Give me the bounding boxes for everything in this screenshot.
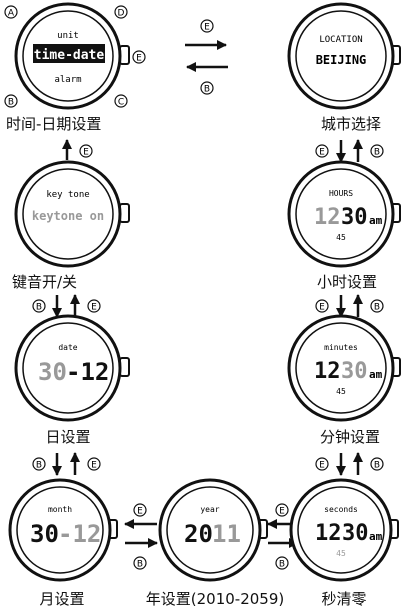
minutes-digits: 30: [342, 521, 369, 546]
e-icon: [200, 19, 214, 33]
watch-minutes: minutes 12 30 am 45: [287, 314, 401, 422]
caption-year: 年设置(2010-2059): [145, 590, 285, 608]
ampm: am: [369, 368, 383, 381]
hours-digits: 12: [315, 521, 342, 546]
svg-text:B: B: [137, 560, 143, 570]
svg-text:E: E: [83, 148, 89, 158]
minutes-digits: 30: [341, 205, 368, 230]
arrows-keytone-date: B E: [32, 294, 101, 318]
top-transfer-arrows: E B: [185, 19, 228, 95]
svg-text:E: E: [91, 461, 97, 471]
svg-text:E: E: [319, 461, 325, 471]
caption-seconds: 秒清零: [321, 590, 367, 608]
keytone-label: key tone: [46, 190, 89, 200]
day-digits: 30: [38, 358, 67, 386]
button-c-icon: C: [114, 94, 128, 108]
b-icon: [200, 81, 214, 95]
svg-text:B: B: [279, 560, 285, 570]
watch-city: LOCATION BEIJING: [287, 2, 401, 110]
year-digits: 11: [212, 520, 241, 548]
caption-time-date: 时间-日期设置: [6, 115, 102, 133]
watch-year: year 20 11: [158, 478, 268, 582]
hours-digits: 12: [314, 205, 341, 230]
watch-seconds: seconds 12 30 am 45: [289, 478, 399, 582]
caption-hours: 小时设置: [316, 273, 378, 291]
seconds-label: seconds: [324, 505, 358, 514]
arrow-keytone-to-timedate: E: [62, 139, 93, 160]
arrows-date-month: B E: [32, 452, 101, 476]
svg-text:B: B: [36, 303, 42, 313]
svg-text:B: B: [36, 461, 42, 471]
seconds-small: 45: [336, 549, 346, 558]
caption-minutes: 分钟设置: [319, 428, 381, 446]
menu-below: alarm: [54, 75, 81, 85]
svg-text:B: B: [204, 85, 210, 95]
arrows-year-month: E B: [124, 503, 158, 570]
svg-text:E: E: [136, 54, 142, 64]
month-digits: -12: [66, 358, 109, 386]
button-e-icon: E: [132, 50, 146, 64]
seconds-small: 45: [336, 387, 346, 396]
arrows-hours-minutes: E B: [315, 294, 384, 318]
city-value: BEIJING: [316, 53, 367, 67]
arrows-minutes-seconds: E B: [315, 452, 384, 476]
month-digits: -12: [58, 520, 101, 548]
svg-text:B: B: [374, 303, 380, 313]
city-label: LOCATION: [319, 35, 362, 45]
hours-digits: 12: [314, 359, 341, 384]
watch-hours: HOURS 12 30 am 45: [287, 160, 401, 268]
caption-keytone: 键音开/关: [12, 273, 78, 291]
svg-text:E: E: [137, 507, 143, 517]
button-a-icon: A: [4, 5, 18, 19]
svg-text:E: E: [91, 303, 97, 313]
watch-time-date: unit time-date alarm A D E B C: [4, 2, 146, 110]
caption-month: 月设置: [39, 590, 85, 608]
watch-month: month 30 -12: [8, 478, 118, 582]
svg-text:B: B: [8, 98, 14, 108]
svg-text:B: B: [374, 148, 380, 158]
minutes-digits: 30: [341, 359, 368, 384]
menu-above: unit: [57, 31, 79, 41]
year-label: year: [200, 505, 219, 514]
seconds-small: 45: [336, 233, 346, 242]
button-d-icon: D: [114, 5, 128, 19]
menu-highlight: [33, 44, 105, 63]
svg-text:D: D: [118, 9, 125, 19]
minutes-label: minutes: [324, 343, 358, 352]
date-label: date: [58, 343, 77, 352]
ampm: am: [369, 530, 383, 543]
ampm: am: [369, 214, 383, 227]
svg-text:E: E: [279, 507, 285, 517]
day-digits: 30: [30, 520, 59, 548]
svg-text:E: E: [319, 303, 325, 313]
watch-date: date 30 -12: [14, 314, 130, 422]
caption-date: 日设置: [45, 428, 91, 446]
svg-text:E: E: [319, 148, 325, 158]
hours-label: HOURS: [329, 189, 353, 198]
month-label: month: [48, 505, 72, 514]
watch-keytone: key tone keytone on: [14, 160, 130, 268]
svg-text:B: B: [374, 461, 380, 471]
arrows-city-hours: E B: [315, 139, 384, 163]
svg-text:C: C: [118, 98, 124, 108]
menu-selected: time-date: [34, 48, 105, 63]
caption-city: 城市选择: [320, 115, 382, 133]
year-century: 20: [184, 520, 213, 548]
keytone-value: keytone on: [32, 209, 104, 223]
svg-text:A: A: [8, 9, 15, 19]
svg-text:E: E: [204, 23, 210, 33]
button-b-icon: B: [4, 94, 18, 108]
